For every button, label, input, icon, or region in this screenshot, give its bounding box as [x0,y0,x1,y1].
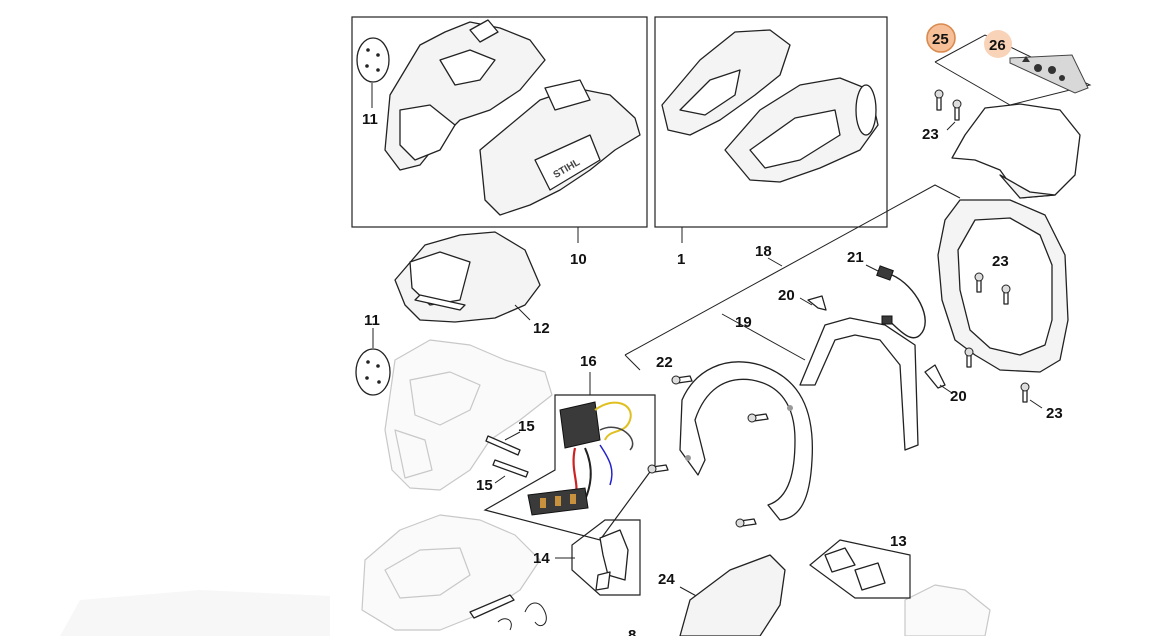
assembly-box-14 [571,519,641,596]
front-handle-19 [679,361,814,521]
callout-badge-25 [926,23,956,53]
screw-23d [1001,284,1011,305]
callout-badge-26 [984,30,1012,58]
callout-22: 22 [656,354,673,371]
ghost-housing-lower [361,514,541,631]
screw-23e [964,347,974,368]
callout-10: 10 [570,251,587,268]
ghost-housing-left [384,339,553,491]
callout-1: 1 [677,251,685,268]
electronics-module [527,401,634,516]
callout-13: 13 [890,533,907,550]
clip-20b [924,364,946,389]
cover-12 [394,231,541,323]
pads-13 [824,547,886,591]
plug-11b [355,348,391,396]
housing-half-rear [384,19,546,171]
callout-18: 18 [755,243,772,260]
screw-22a [671,375,693,385]
callout-20-lower: 20 [950,388,967,405]
top-cover-shell [951,103,1081,199]
callout-11-lower: 11 [364,312,380,329]
callout-23-lower: 23 [1046,405,1063,422]
cable-21 [876,265,926,339]
callout-16: 16 [580,353,597,370]
callout-19: 19 [735,314,752,331]
callout-8: 8 [628,627,636,636]
callout-11: 11 [362,111,378,128]
plug-11a [356,37,390,83]
guard-bar-19 [799,317,919,451]
label-plate-26 [1009,54,1089,94]
screw-23b [952,99,962,121]
callout-23-mid: 23 [992,253,1009,270]
screw-23c [974,272,984,293]
callout-26: 26 [989,37,1006,54]
screw-22b [647,464,669,474]
assembly-box-13 [809,539,911,599]
housing-half-front: STIHL [479,79,641,216]
clip-15a [485,435,521,456]
callout-23-upper: 23 [922,126,939,143]
handle-shell-right [724,77,879,183]
lower-cover-24 [679,554,786,636]
clip-20a [807,295,827,311]
switch-lever-14 [595,529,629,591]
callout-25: 25 [932,31,949,48]
callout-12: 12 [533,320,550,337]
callout-15-lower: 15 [476,477,493,494]
clip-15b [492,459,529,478]
screw-23a [934,89,944,111]
screw-23f [1020,382,1030,403]
assembly-bracket-25 [934,34,1092,106]
spring-parts [469,594,547,631]
screw-22c [747,413,769,423]
ghost-bottom-right [60,584,991,636]
callout-14: 14 [533,550,550,567]
assembly-box-10 [351,16,648,228]
callout-21: 21 [847,249,864,266]
screw-22d [735,518,757,528]
callout-24: 24 [658,571,675,588]
handle-shell-left [661,29,791,136]
callout-20-upper: 20 [778,287,795,304]
callout-15-upper: 15 [518,418,535,435]
assembly-bracket-18 [624,184,961,371]
assembly-box-1 [654,16,888,228]
